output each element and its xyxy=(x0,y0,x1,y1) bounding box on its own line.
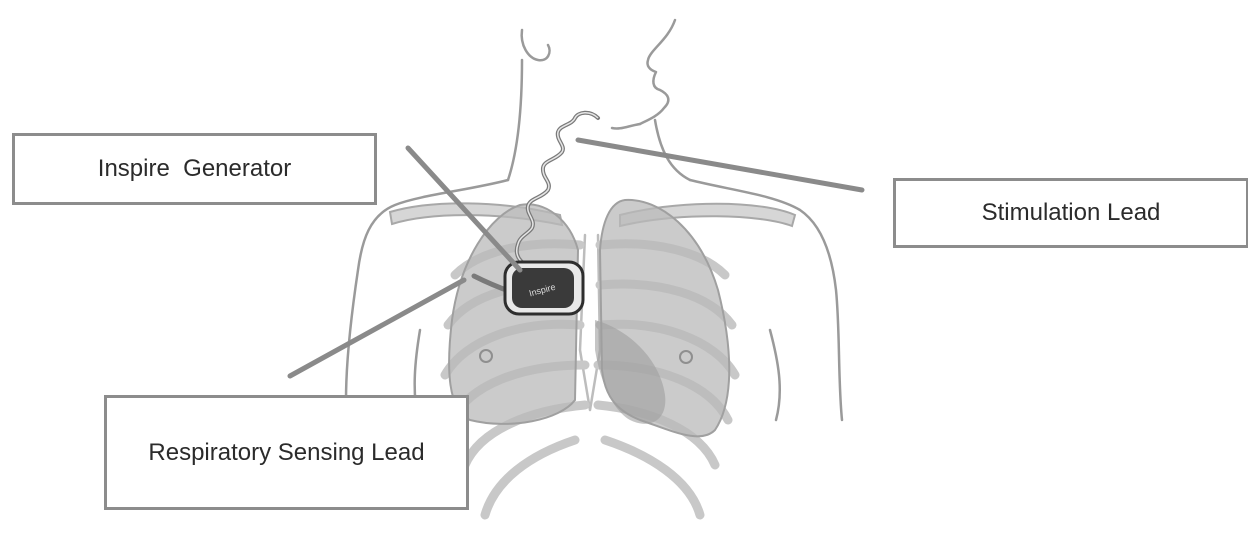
face-profile xyxy=(522,30,550,60)
stimulation-leader-line xyxy=(578,140,862,190)
respiratory-sensing-lead-label: Respiratory Sensing Lead xyxy=(148,433,424,473)
neck-left xyxy=(508,60,522,180)
respiratory-sensing-lead-callout: Respiratory Sensing Lead xyxy=(104,395,469,510)
right-rib-6 xyxy=(605,440,700,515)
stimulation-lead-callout: Stimulation Lead xyxy=(893,178,1248,248)
left-rib-6 xyxy=(485,440,575,515)
clavicles xyxy=(390,203,795,226)
inspire-generator-label: Inspire Generator xyxy=(98,149,291,189)
inspire-generator-callout: Inspire Generator xyxy=(12,133,377,205)
stimulation-lead-label: Stimulation Lead xyxy=(982,193,1161,233)
right-inner-arm xyxy=(770,330,780,420)
neck-right xyxy=(655,120,690,180)
jaw-line xyxy=(640,20,675,124)
chin-line xyxy=(612,124,640,129)
respiratory-leader-line xyxy=(290,280,464,376)
